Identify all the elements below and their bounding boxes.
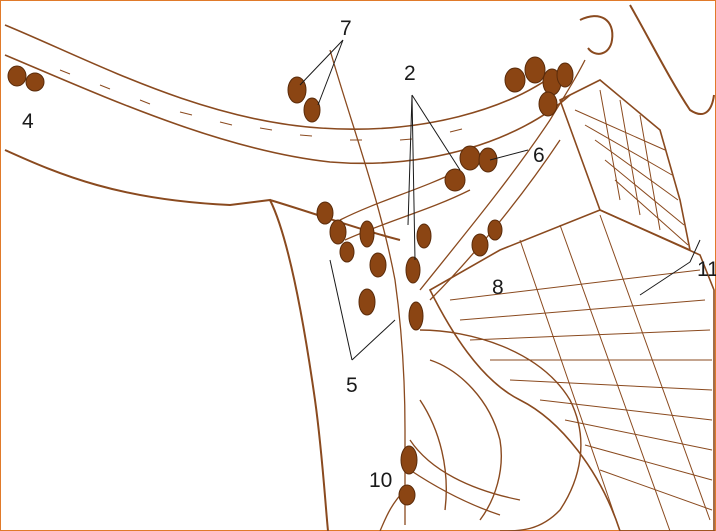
lymph-node xyxy=(359,289,375,315)
neck-outline xyxy=(580,5,714,114)
lymph-node xyxy=(488,220,502,240)
neck-muscle xyxy=(560,80,690,250)
lymph-node xyxy=(406,257,420,283)
lymph-node xyxy=(8,66,26,86)
lymph-node xyxy=(479,148,497,172)
label-6: 6 xyxy=(533,144,545,167)
lymph-node xyxy=(460,146,480,170)
label-11: 11 xyxy=(697,258,716,281)
lymph-node xyxy=(505,68,525,92)
callout-labels: 2 4 5 6 7 8 10 11 xyxy=(22,17,716,492)
skin-outline xyxy=(5,150,400,531)
label-4: 4 xyxy=(22,110,34,133)
lymph-node xyxy=(370,253,386,277)
label-7: 7 xyxy=(340,17,352,40)
lymph-node xyxy=(304,98,320,122)
label-5: 5 xyxy=(346,374,358,397)
lymph-node xyxy=(340,242,354,262)
lymph-node xyxy=(445,169,465,191)
lymph-node xyxy=(317,202,333,224)
lymph-node xyxy=(539,92,557,116)
lymph-node xyxy=(401,446,417,474)
leader-lines xyxy=(300,40,700,360)
label-10: 10 xyxy=(369,469,392,492)
lymph-node xyxy=(557,63,573,87)
lymph-node xyxy=(417,224,431,248)
clavicle xyxy=(5,25,570,163)
label-8: 8 xyxy=(492,276,504,299)
lymph-node xyxy=(26,73,44,91)
lymph-node xyxy=(525,57,545,83)
lymph-node xyxy=(330,220,346,244)
lymph-node xyxy=(472,234,488,256)
lymph-node xyxy=(409,302,423,330)
label-2: 2 xyxy=(404,62,416,85)
pectoral-muscle xyxy=(430,210,714,531)
lymph-node xyxy=(399,485,415,505)
lymph-node xyxy=(360,221,374,247)
